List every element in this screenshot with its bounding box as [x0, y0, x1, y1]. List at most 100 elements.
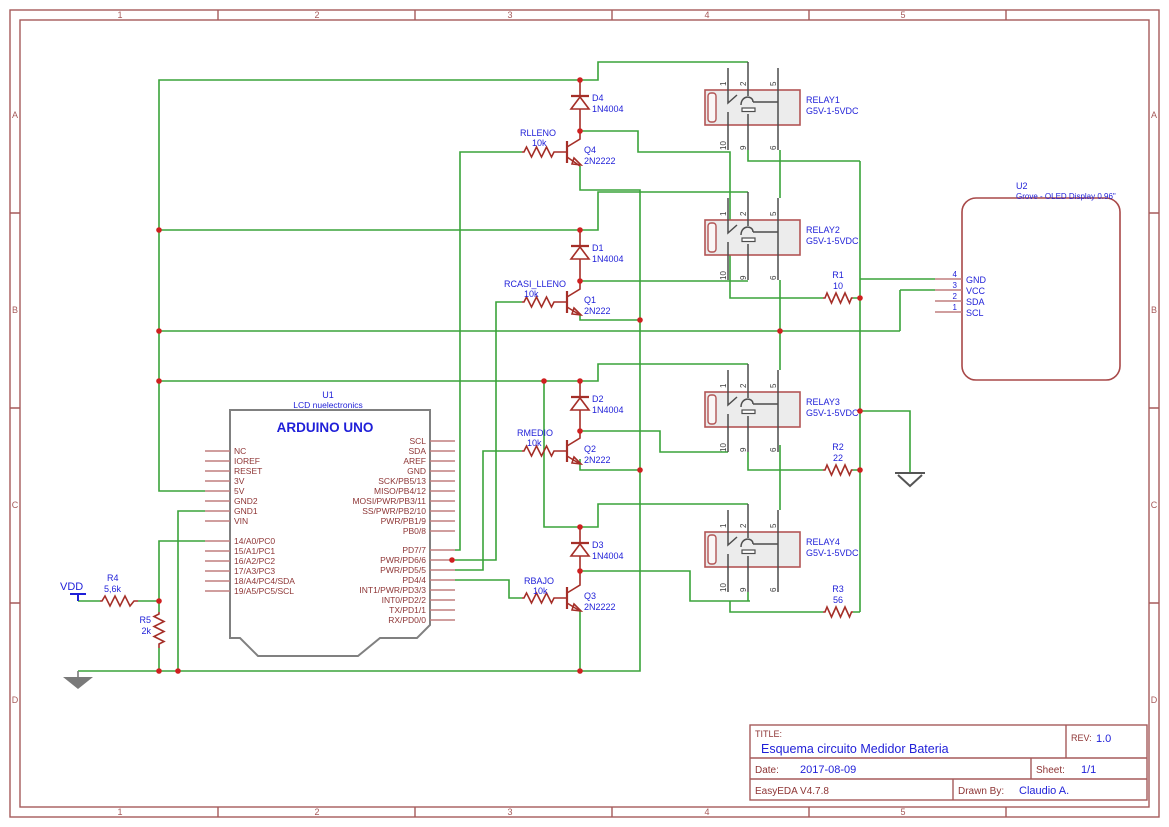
frame-outer-border — [9, 9, 1160, 818]
vdd-net-flag[interactable]: VDD — [60, 581, 86, 601]
title-label: TITLE: — [755, 729, 782, 739]
relay-pin-number: 5 — [769, 383, 778, 388]
relay-pin-number: 6 — [769, 275, 778, 280]
relay-pin-number: 10 — [719, 583, 728, 592]
ruler-col-label: 1 — [117, 807, 122, 817]
diode-d2[interactable]: D2 1N4004 — [569, 394, 624, 415]
resistor-r2[interactable]: R2 22 — [823, 442, 853, 478]
resistor-ref: RCASI_LLENO — [504, 279, 566, 289]
title-block-border — [749, 724, 1148, 801]
resistor-r1[interactable]: R1 10 — [823, 270, 853, 306]
relay-pin-number: 1 — [719, 81, 728, 86]
relay-pin-number: 1 — [719, 523, 728, 528]
wire-5v-rail-and-relay-feeds — [158, 61, 748, 528]
resistor-r3[interactable]: R3 56 — [823, 584, 853, 620]
pin-label: 18/A4/PC4/SDA — [234, 576, 295, 586]
ground-symbol-right[interactable] — [895, 472, 925, 488]
resistor-value: 56 — [833, 595, 843, 605]
ground-symbol-left[interactable] — [63, 671, 93, 689]
relay-pins — [727, 192, 779, 280]
resistor-rbajo[interactable]: RBAJO 10k — [522, 576, 556, 605]
junction-dot — [577, 378, 583, 384]
relay4[interactable]: 1 2 5 10 9 6 RELAY4 G5V-1-5VDC — [704, 504, 859, 592]
oled-name: Grove - OLED Display 0.96" — [1016, 192, 1116, 201]
diode-d4[interactable]: D4 1N4004 — [569, 93, 624, 114]
relay-contact — [741, 409, 756, 415]
resistor-r4[interactable]: R4 5,6k — [100, 573, 138, 608]
resistor-rmedio[interactable]: RMEDIO 10k — [517, 428, 556, 458]
diode-d3[interactable]: D3 1N4004 — [569, 540, 624, 561]
resistor-zigzag — [100, 594, 138, 608]
relay-pin-number: 9 — [739, 145, 748, 150]
oled-pin-name: GND — [966, 275, 987, 285]
sheet-frame: 1 2 3 4 5 1 2 3 4 5 A B C D A B C D — [9, 9, 1160, 818]
transistor-q2[interactable]: Q2 2N222 — [565, 431, 611, 466]
date-label: Date: — [755, 765, 779, 776]
relay3[interactable]: 1 2 5 10 9 6 RELAY3 G5V-1-5VDC — [704, 364, 859, 452]
ruler-row-label: A — [12, 110, 18, 120]
junction-dots — [156, 77, 863, 674]
relay-pin-number: 5 — [769, 81, 778, 86]
transistor-q3[interactable]: Q3 2N2222 — [565, 571, 616, 613]
pin-label: 16/A2/PC2 — [234, 556, 275, 566]
schematic-title: Esquema circuito Medidor Bateria — [761, 742, 949, 756]
relay-armature-hook — [740, 96, 754, 106]
pin-label: AREF — [403, 456, 426, 466]
sheet-value: 1/1 — [1081, 764, 1096, 776]
relay-pin-number: 10 — [719, 141, 728, 150]
resistor-ref: RBAJO — [524, 576, 554, 586]
transistor-arrow — [570, 455, 584, 466]
ruler-row-label: C — [1151, 500, 1158, 510]
arduino-body — [229, 409, 431, 657]
resistor-value: 2k — [141, 626, 151, 636]
resistor-r5[interactable]: R5 2k — [139, 612, 166, 648]
oled-body — [961, 197, 1121, 381]
resistor-ref: R1 — [832, 270, 844, 280]
relay-value: G5V-1-5VDC — [806, 408, 859, 418]
pin-label: INT0/PD2/2 — [382, 595, 427, 605]
resistor-zigzag — [823, 604, 853, 620]
transistor-arrow — [570, 602, 584, 613]
transistor-q4[interactable]: Q4 2N2222 — [565, 131, 616, 167]
relay2[interactable]: 1 2 5 10 9 6 RELAY2 G5V-1-5VDC — [704, 192, 859, 280]
diode-value: 1N4004 — [592, 551, 624, 561]
rev-label: REV: — [1071, 733, 1092, 743]
arduino-uno[interactable]: U1 LCD nuelectronics ARDUINO UNO NC IORE… — [205, 390, 455, 657]
pin-label: SDA — [409, 446, 427, 456]
transistor-q1[interactable]: Q1 2N222 — [565, 281, 611, 317]
resistor-value: 10k — [527, 438, 542, 448]
transistor-arrow — [570, 156, 584, 167]
oled-display[interactable]: U2 Grove - OLED Display 0.96" 4 3 2 1 GN… — [935, 181, 1121, 381]
relay-pin-number: 2 — [739, 81, 748, 86]
ruler-row-label: C — [12, 500, 19, 510]
ruler-col-label: 1 — [117, 10, 122, 20]
load-resistors: R1 10 R2 22 R3 56 — [823, 270, 853, 620]
pin-label: MISO/PB4/12 — [374, 486, 426, 496]
resistor-zigzag — [823, 462, 853, 478]
wire-right-nodes — [853, 278, 935, 613]
junction-dot — [156, 328, 162, 334]
oled-pin-name: VCC — [966, 286, 986, 296]
relay-pin-number: 2 — [739, 523, 748, 528]
relay-pin-number: 5 — [769, 523, 778, 528]
resistor-ref: R2 — [832, 442, 844, 452]
relay-pin-number: 6 — [769, 587, 778, 592]
oled-pin-number: 1 — [953, 303, 958, 312]
oled-pin-name: SCL — [966, 308, 984, 318]
ruler-col-label: 4 — [704, 807, 709, 817]
ruler-col-label: 4 — [704, 10, 709, 20]
ruler-row-label: B — [1151, 305, 1157, 315]
resistor-value: 10 — [833, 281, 843, 291]
oled-pin-number: 2 — [953, 292, 958, 301]
resistor-ref: R5 — [139, 615, 151, 625]
date-value: 2017-08-09 — [800, 764, 856, 776]
oled-pin-number: 3 — [953, 281, 958, 290]
relay1[interactable]: 1 2 5 10 9 6 RELAY1 G5V-1-5VDC — [704, 62, 859, 150]
resistor-rcasi-lleno[interactable]: RCASI_LLENO 10k — [504, 279, 566, 309]
resistor-value: 10k — [524, 289, 539, 299]
relay-pin-number: 9 — [739, 447, 748, 452]
tool-version: EasyEDA V4.7.8 — [755, 786, 829, 797]
diode-d1[interactable]: D1 1N4004 — [569, 243, 624, 264]
resistor-rlleno[interactable]: RLLENO 10k — [520, 128, 556, 159]
relay-ref: RELAY4 — [806, 537, 840, 547]
